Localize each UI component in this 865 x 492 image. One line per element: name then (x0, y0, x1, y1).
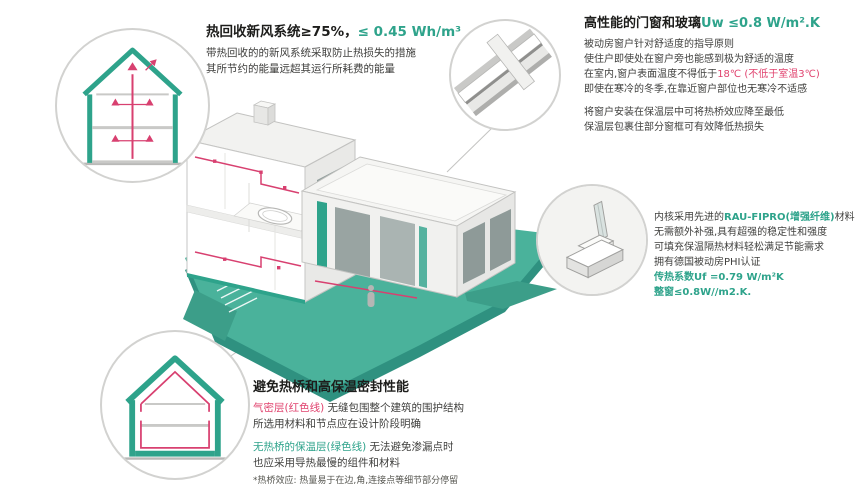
red-duct-lines (194, 156, 418, 299)
frame-line-4: 拥有德国被动房PHI认证 (654, 257, 761, 268)
isometric-house-illustration (183, 100, 560, 402)
thermal-footnote: *热桥效应: 热量易于在边,角,连接点等细节部分停留 (253, 476, 459, 486)
heat-recovery-title-value: ≤ 0.45 Wh/m³ (357, 24, 462, 40)
green-insulation-panel (317, 201, 327, 267)
insulation-band (187, 273, 305, 304)
windows-line-1: 被动房窗户针对舒适度的指导原则 (584, 39, 734, 50)
windows-line-4: 即使在寒冷的冬季,在靠近窗户部位也无寒冷不适感 (584, 84, 808, 95)
airtight-red-line (140, 370, 210, 449)
inset-heat-recovery-section (55, 28, 210, 183)
frame-u-value: 传热系数Uf =0.79 W/m²K (654, 272, 784, 283)
windows-line-2: 使住户即使处在窗户旁也能感到极为舒适的温度 (584, 54, 794, 65)
frame-line-1-brand: RAU-FIPRO(增强纤维) (724, 212, 835, 223)
heat-recovery-title: 热回收新风系统≥75%，≤ 0.45 Wh/m³ (206, 20, 506, 40)
ventilation-duct (115, 60, 156, 159)
windows-line-6: 保温层包裹住部分窗框可有效降低热损失 (584, 122, 764, 133)
frame-profile-drawing (538, 186, 646, 294)
thermal-line-2: 所选用材料和节点应在设计阶段明确 (253, 417, 421, 430)
bathtub (257, 207, 293, 225)
glass-pavilion (300, 156, 517, 298)
windows-line-3-highlight: 18℃ (不低于室温3℃) (717, 69, 820, 80)
windows-title-text: 高性能的门窗和玻璃 (584, 16, 702, 31)
inset-thermal-bridge-section (100, 330, 250, 480)
frame-line-2: 无需额外补强,具有超强的稳定性和强度 (654, 227, 828, 238)
thermal-line-1: 气密层(红色线) 无缝包围整个建筑的围护结构 (253, 401, 583, 417)
glazing-corner-drawing (453, 28, 552, 117)
heat-recovery-title-text: 热回收新风系统≥75%， (206, 24, 358, 40)
person-figure (367, 285, 375, 307)
thermal-line-1-text: 无缝包围整个建筑的围护结构 (324, 402, 465, 414)
inset-frame-profile (536, 184, 648, 296)
callout-windows: 高性能的门窗和玻璃Uw ≤0.8 W/m².K 被动房窗户针对舒适度的指导原则 … (584, 12, 864, 135)
heat-recovery-house-drawing (69, 47, 196, 166)
green-insulation-panel-2 (419, 226, 427, 288)
windows-line-3-text: 在室内,窗户表面温度不得低于 (584, 69, 718, 80)
airflow-arrows (111, 59, 157, 142)
frame-window-u-value: 整窗≤0.8W//m2.K. (654, 287, 752, 298)
windows-line-5: 将窗户安装在保温层中可将热桥效应降至最低 (584, 107, 784, 118)
heat-recovery-line-1: 带热回收的的新风系统采取防止热损失的措施 (206, 47, 416, 59)
insulation-layer-label: 无热桥的保温层(绿色线) (253, 441, 367, 453)
thermal-bridge-house-drawing (111, 355, 239, 460)
frame-line-1: 内核采用先进的RAU-FIPRO(增强纤维)材料 (654, 210, 864, 225)
thermal-line-3-text: 无法避免渗漏点时 (366, 441, 454, 453)
frame-line-1-post: 材料 (834, 212, 855, 223)
frame-line-1-text: 内核采用先进的 (654, 212, 724, 223)
windows-line-3: 在室内,窗户表面温度不得低于18℃ (不低于室温3℃) (584, 67, 864, 82)
windows-title-value: Uw ≤0.8 W/m².K (701, 16, 820, 31)
roof-outline (82, 47, 183, 97)
callout-thermal-bridge: 避免热桥和高保温密封性能 气密层(红色线) 无缝包围整个建筑的围护结构 所选用材… (253, 376, 583, 488)
heat-recovery-line-2: 其所节约的能量远超其运行所耗费的能量 (206, 62, 395, 75)
thermal-line-4: 也应采用导热最慢的组件和材料 (253, 456, 400, 469)
thermal-title: 避免热桥和高保温密封性能 (253, 380, 410, 395)
thermal-line-3: 无热桥的保温层(绿色线) 无法避免渗漏点时 (253, 440, 583, 456)
windows-title: 高性能的门窗和玻璃Uw ≤0.8 W/m².K (584, 12, 864, 31)
frame-line-3: 可填充保温隔热材料轻松满足节能需求 (654, 242, 824, 253)
inset-glazing-detail (449, 19, 561, 131)
callout-frame-material: 内核采用先进的RAU-FIPRO(增强纤维)材料 无需额外补强,具有超强的稳定性… (654, 210, 864, 300)
insulation-green-line (125, 355, 225, 405)
callout-heat-recovery: 热回收新风系统≥75%，≤ 0.45 Wh/m³ 带热回收的的新风系统采取防止热… (206, 20, 506, 77)
airtight-layer-label: 气密层(红色线) (253, 402, 325, 414)
duct-vents (213, 159, 287, 270)
